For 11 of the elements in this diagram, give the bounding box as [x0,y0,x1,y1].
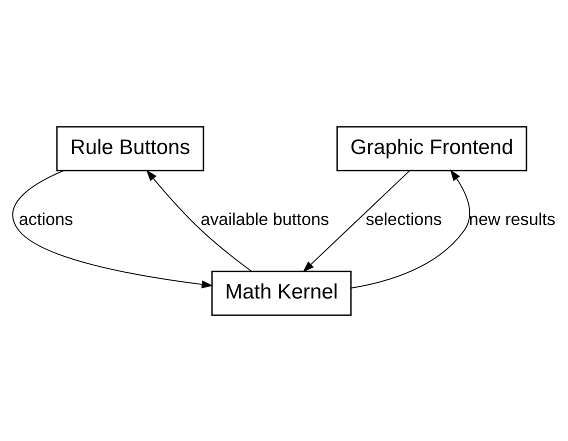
edge-label: new results [468,210,556,229]
edge-label: actions [18,210,74,229]
node-box: Rule Buttons [56,126,204,171]
edge-label: selections [366,210,442,229]
node-box: Math Kernel [211,270,352,316]
arrow [12,170,214,288]
node-box: Graphic Frontend [336,126,528,171]
arrow [146,169,252,272]
edge-label: available buttons [200,210,330,229]
arrow [350,168,470,288]
arrow [302,170,410,272]
